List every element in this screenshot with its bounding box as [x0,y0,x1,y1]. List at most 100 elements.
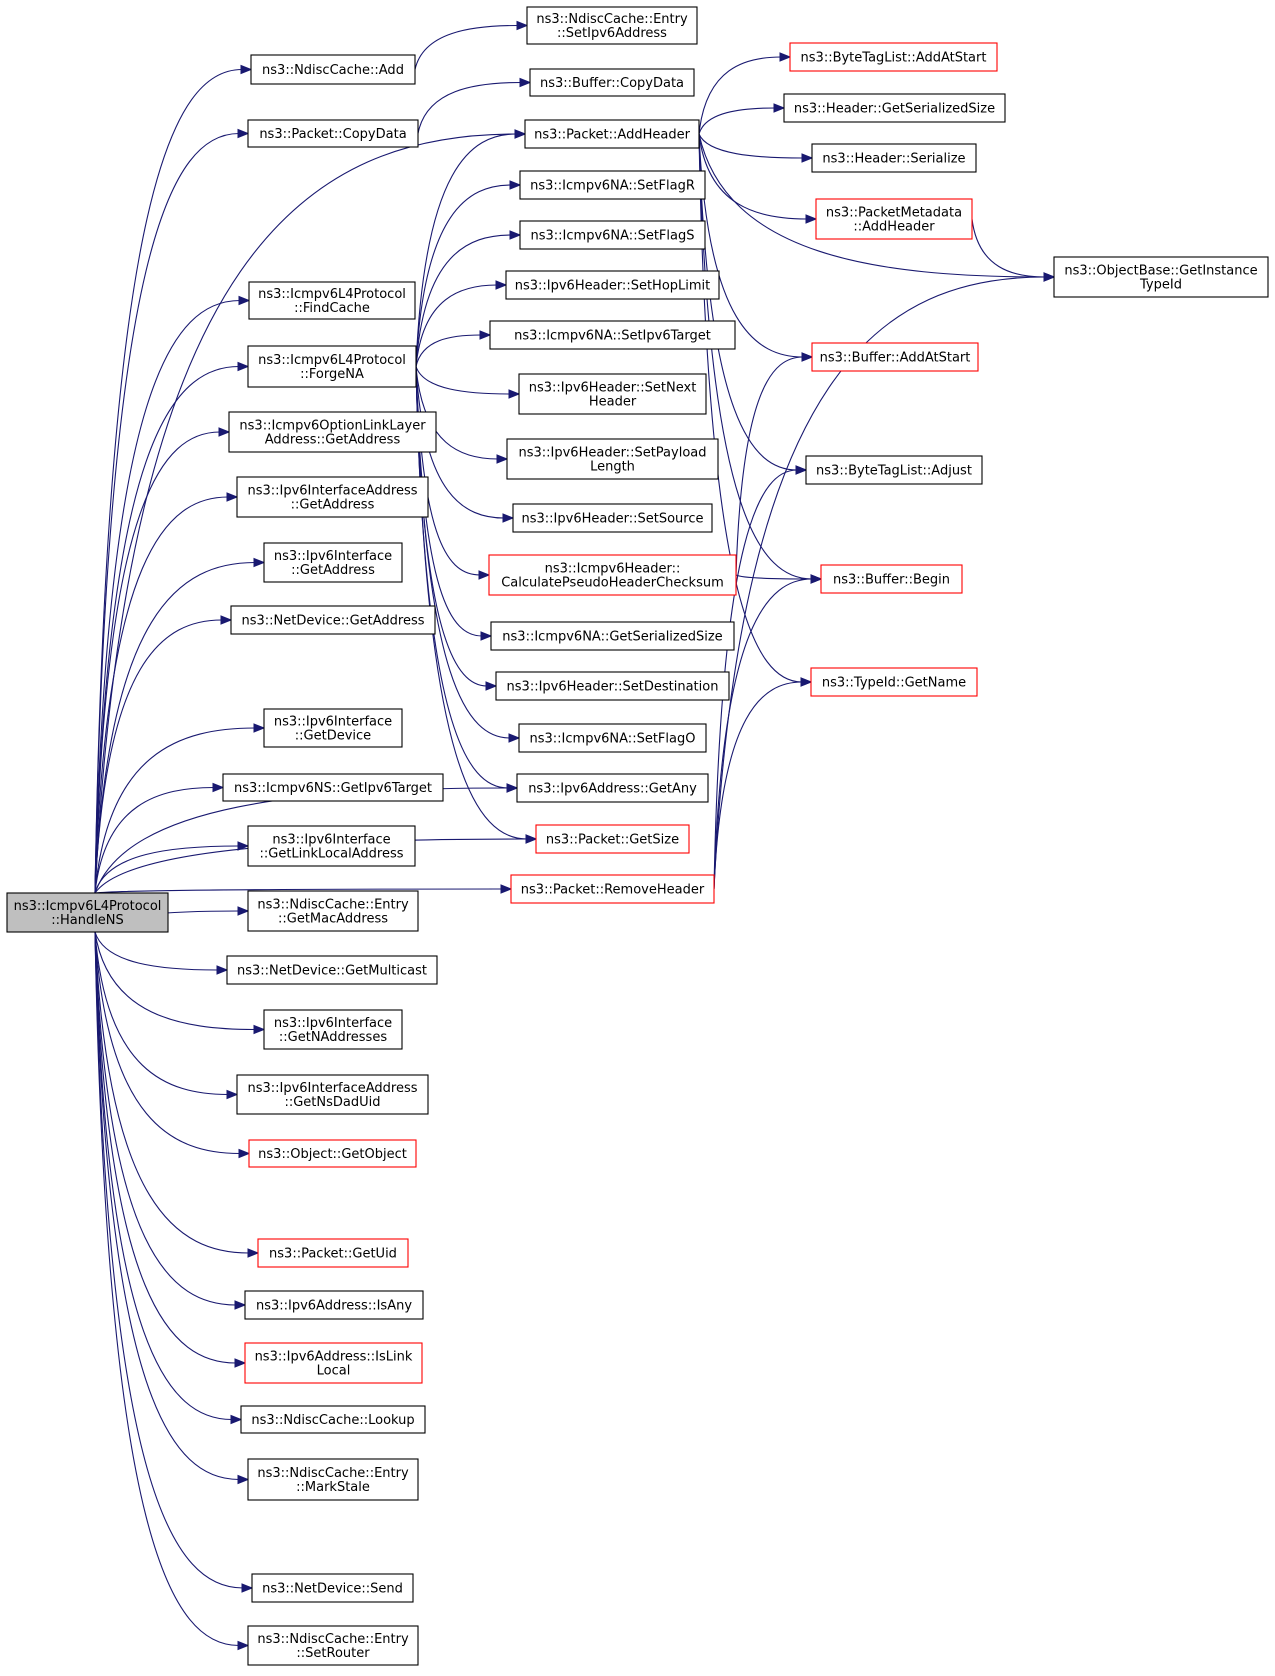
node-box [805,455,983,485]
node-box [506,438,719,480]
node-na-setflags[interactable]: ns3::Icmpv6NA::SetFlagS [519,220,706,250]
node-hdr-setsource[interactable]: ns3::Ipv6Header::SetSource [512,503,713,533]
node-iface-getn[interactable]: ns3::Ipv6Interface::GetNAddresses [263,1009,403,1050]
node-findcache[interactable]: ns3::Icmpv6L4Protocol::FindCache [248,281,416,320]
node-box [811,342,979,372]
node-box [236,1074,429,1115]
edge-root-to-iface_getn-arrowhead [253,1024,266,1035]
edge-root-to-ndisc_lookup [94,931,233,1421]
node-iface-getaddr[interactable]: ns3::Ipv6Interface::GetAddress [263,542,403,583]
node-label-line: ns3::Ipv6InterfaceAddress [247,484,417,499]
node-label-line: CalculatePseudoHeaderChecksum [501,576,724,591]
node-header-serialize[interactable]: ns3::Header::Serialize [811,143,977,173]
node-buf-begin[interactable]: ns3::Buffer::Begin [820,564,963,594]
node-box [250,54,416,85]
node-ifaddr-getaddr[interactable]: ns3::Ipv6InterfaceAddress::GetAddress [236,476,429,518]
edge-root-to-findcache-arrowhead [238,295,251,306]
edge-forgena-to-hdr_setdest-arrowhead [485,681,498,691]
edge-forgena-to-na_setflago-arrowhead [508,733,521,743]
edge-meta_addheader-to-objbase_gettid [971,218,1046,278]
node-buf-addatstart[interactable]: ns3::Buffer::AddAtStart [811,342,979,372]
node-entry-setrouter[interactable]: ns3::NdiscCache::Entry::SetRouter [247,1625,419,1666]
node-label-line: ns3::NdiscCache::Entry [257,1466,409,1481]
node-box [263,708,403,748]
node-label-line: ns3::Packet::GetSize [546,833,679,848]
node-label-line: ns3::Icmpv6L4Protocol [258,353,406,368]
node-box [230,605,436,635]
edge-forgena-to-hdr_setsource [415,366,505,519]
edge-forgena-to-icmp_calc [415,366,481,576]
node-btl-addatstart[interactable]: ns3::ByteTagList::AddAtStart [789,42,998,72]
node-label-line: ::GetNAddresses [279,1030,387,1045]
node-label-line: ns3::Ipv6Header::SetHopLimit [515,279,711,294]
node-pkt-getuid[interactable]: ns3::Packet::GetUid [257,1238,409,1268]
node-ifaddr-getnsdad[interactable]: ns3::Ipv6InterfaceAddress::GetNsDadUid [236,1074,429,1115]
node-box [222,773,444,802]
node-pkt-addheader[interactable]: ns3::Packet::AddHeader [524,119,700,149]
node-entry-getmac[interactable]: ns3::NdiscCache::Entry::GetMacAddress [247,890,419,932]
edge-pkt_addheader-to-header_serialize-arrowhead [801,153,814,163]
node-netdev-getmc[interactable]: ns3::NetDevice::GetMulticast [226,955,438,985]
node-na-setflagr[interactable]: ns3::Icmpv6NA::SetFlagR [519,170,706,200]
edge-pkt_copydata-to-buf_copydata [417,81,522,134]
node-na-setflago[interactable]: ns3::Icmpv6NA::SetFlagO [518,723,707,753]
edge-root-to-netdev_send [94,931,244,1589]
edge-root-to-optll_getaddr-arrowhead [218,427,231,437]
node-pkt-getsize[interactable]: ns3::Packet::GetSize [535,824,690,854]
node-ndisc-add[interactable]: ns3::NdiscCache::Add [250,54,416,85]
node-label-line: ns3::Icmpv6NA::SetFlagO [530,732,696,747]
edge-forgena-to-icmp_calc-arrowhead [478,570,491,580]
node-ns-gettarget[interactable]: ns3::Icmpv6NS::GetIpv6Target [222,773,444,802]
node-header-getsize[interactable]: ns3::Header::GetSerializedSize [783,93,1006,123]
node-entry-setipv6[interactable]: ns3::NdiscCache::Entry::SetIpv6Address [526,6,698,45]
edge-root-to-pkt_removeheader [94,888,503,894]
node-label-line: ns3::Ipv6Address::IsAny [256,1299,412,1314]
node-label-line: ns3::NdiscCache::Entry [536,12,688,27]
node-addr-isany[interactable]: ns3::Ipv6Address::IsAny [244,1290,424,1320]
node-meta-addheader[interactable]: ns3::PacketMetadata::AddHeader [815,198,973,240]
edge-root-to-findcache [94,299,241,894]
node-netdev-getaddr[interactable]: ns3::NetDevice::GetAddress [230,605,436,635]
node-optll-getaddr[interactable]: ns3::Icmpv6OptionLinkLayerAddress::GetAd… [228,411,437,453]
node-btl-adjust[interactable]: ns3::ByteTagList::Adjust [805,455,983,485]
node-forgena[interactable]: ns3::Icmpv6L4Protocol::ForgeNA [247,345,417,388]
edge-forgena-to-hdr_sethop [415,284,498,367]
node-box [518,373,707,415]
node-iface-getdevice[interactable]: ns3::Ipv6Interface::GetDevice [263,708,403,748]
node-box [810,667,978,697]
node-pkt-copydata[interactable]: ns3::Packet::CopyData [247,119,419,148]
node-icmp-calc[interactable]: ns3::Icmpv6Header::CalculatePseudoHeader… [488,554,737,596]
edge-root-to-entry_markstale [94,931,240,1481]
node-na-getsize[interactable]: ns3::Icmpv6NA::GetSerializedSize [490,621,735,651]
node-netdev-send[interactable]: ns3::NetDevice::Send [251,1573,414,1603]
node-label-line: ns3::Icmpv6NA::SetFlagS [531,229,695,244]
node-hdr-setdest[interactable]: ns3::Ipv6Header::SetDestination [495,671,730,701]
edge-pkt_removeheader-to-buf_begin [713,578,813,890]
node-na-settarget[interactable]: ns3::Icmpv6NA::SetIpv6Target [489,320,736,350]
node-entry-markstale[interactable]: ns3::NdiscCache::Entry::MarkStale [247,1458,419,1501]
edge-root-to-addr_isany-arrowhead [234,1300,247,1310]
node-obj-getobj[interactable]: ns3::Object::GetObject [248,1139,417,1168]
node-label-line: ns3::Icmpv6NS::GetIpv6Target [234,781,432,796]
node-label-line: ns3::NetDevice::GetAddress [241,614,424,629]
node-hdr-sethop[interactable]: ns3::Ipv6Header::SetHopLimit [505,270,720,300]
edge-pkt_copydata-to-buf_copydata-arrowhead [519,77,532,88]
node-root[interactable]: ns3::Icmpv6L4Protocol::HandleNS [6,892,169,933]
node-box [516,773,709,803]
node-ndisc-lookup[interactable]: ns3::NdiscCache::Lookup [240,1405,426,1434]
node-box [529,68,695,97]
node-pkt-removeheader[interactable]: ns3::Packet::RemoveHeader [510,874,715,904]
node-buf-copydata[interactable]: ns3::Buffer::CopyData [529,68,695,97]
node-label-line: ::ForgeNA [300,367,364,382]
node-addr-getany[interactable]: ns3::Ipv6Address::GetAny [516,773,709,803]
node-typeid-getname[interactable]: ns3::TypeId::GetName [810,667,978,697]
node-label-line: Address::GetAddress [265,433,401,448]
node-box [524,119,700,149]
edge-forgena-to-na_setflags-arrowhead [509,230,522,240]
node-label-line: ns3::NdiscCache::Lookup [251,1413,414,1428]
node-iface-getll[interactable]: ns3::Ipv6Interface::GetLinkLocalAddress [247,825,416,867]
